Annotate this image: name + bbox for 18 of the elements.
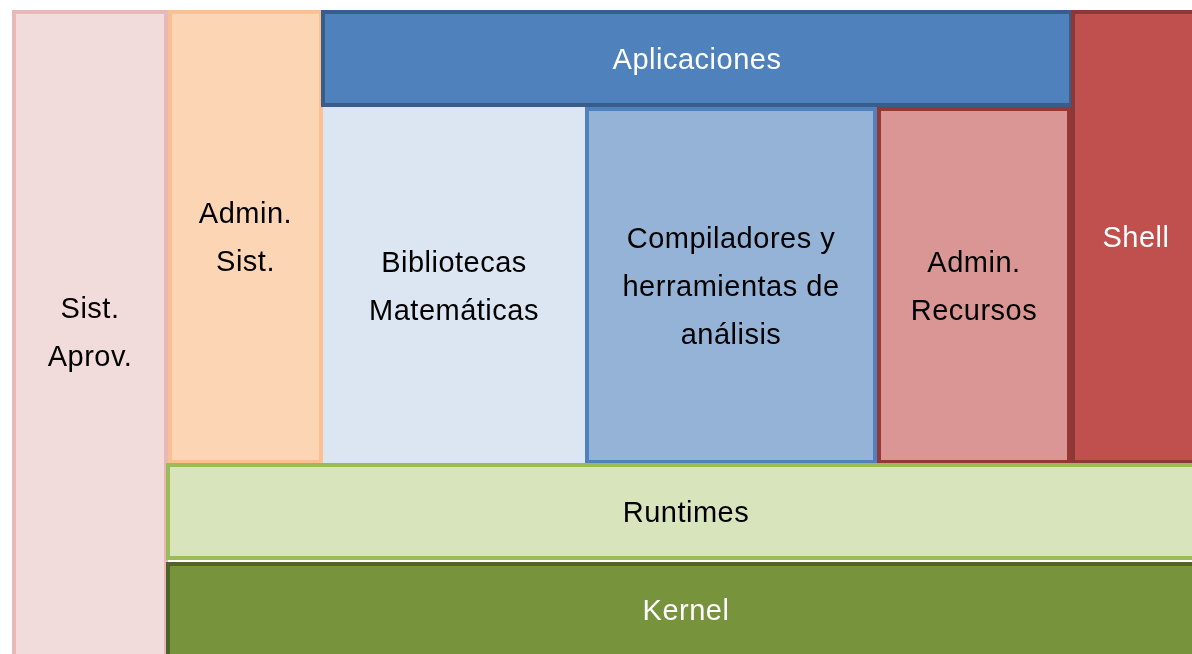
layer-box bbox=[166, 562, 1192, 654]
layer-label: Bibliotecas Matemáticas bbox=[368, 244, 540, 328]
layer-label: Admin. Sist. bbox=[197, 196, 294, 279]
layer-box bbox=[877, 107, 1071, 464]
layer-box bbox=[321, 10, 1073, 107]
layer-box bbox=[168, 10, 323, 464]
layer-box bbox=[12, 10, 168, 654]
layer-box bbox=[323, 107, 585, 464]
layer-box bbox=[585, 107, 877, 464]
layer-label: Admin. Recursos bbox=[909, 244, 1039, 328]
layer-label: Runtimes bbox=[622, 494, 750, 530]
layer-label: Sist. Aprov. bbox=[46, 291, 134, 374]
layer-label: Kernel bbox=[642, 593, 730, 628]
layer-box bbox=[1071, 10, 1192, 464]
layer-label: Shell bbox=[1102, 220, 1170, 255]
layer-label: Compiladores y herramientas de análisis bbox=[621, 220, 841, 352]
layer-box bbox=[166, 463, 1192, 560]
layer-label: Aplicaciones bbox=[612, 41, 782, 77]
